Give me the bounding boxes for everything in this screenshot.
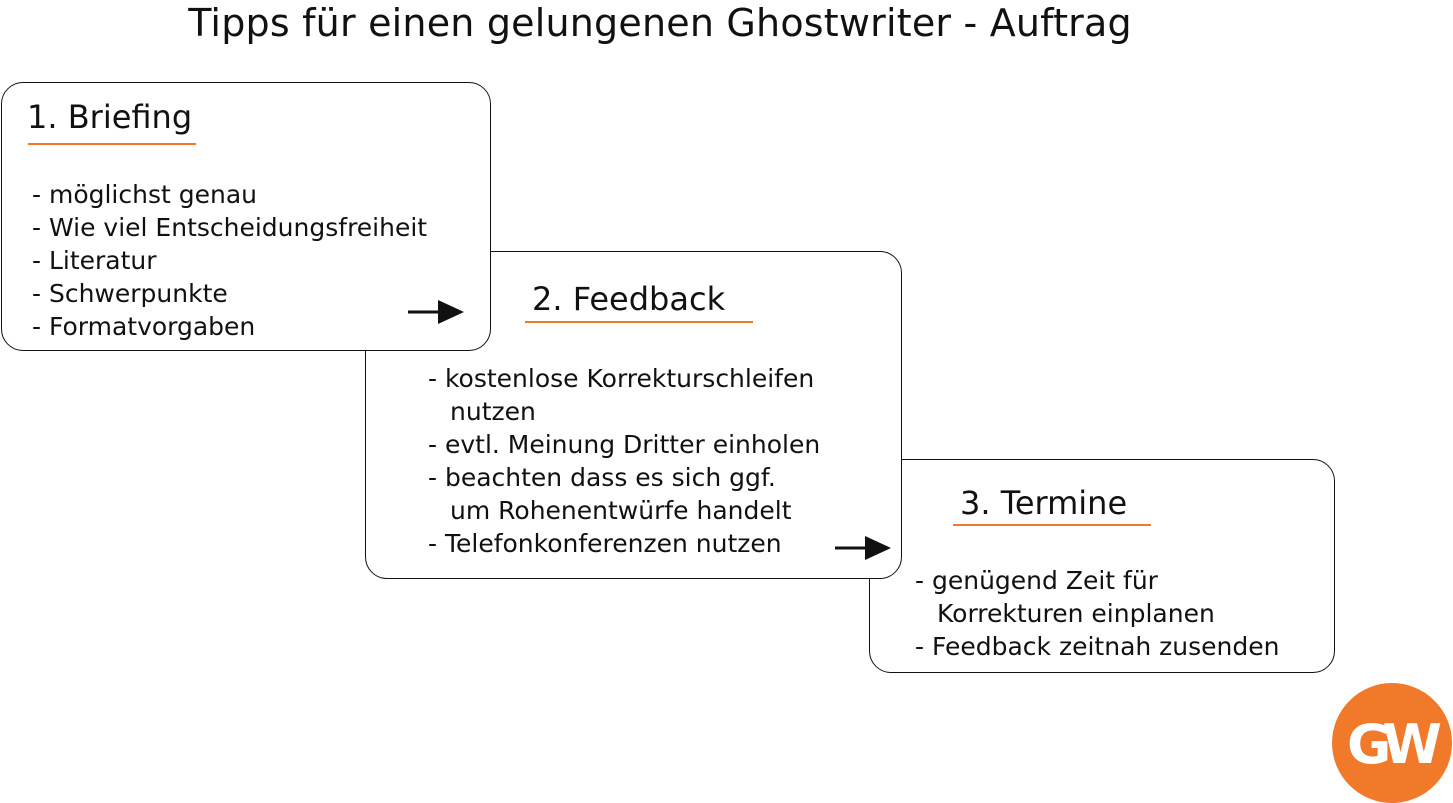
list-item: - kostenlose Korrekturschleifen xyxy=(428,364,815,393)
list-item-continuation: nutzen xyxy=(450,397,536,426)
list-item: - genügend Zeit für xyxy=(915,566,1158,595)
card-item-list: - genügend Zeit für Korrekturen einplane… xyxy=(915,564,1280,663)
list-item: - möglichst genau xyxy=(32,180,257,209)
card-item-list: - kostenlose Korrekturschleifen nutzen -… xyxy=(428,362,820,560)
list-item: - evtl. Meinung Dritter einholen xyxy=(428,430,821,459)
list-item: - Formatvorgaben xyxy=(32,312,256,341)
list-item: - beachten dass es sich ggf. xyxy=(428,463,776,492)
list-item-continuation: um Rohenentwürfe handelt xyxy=(450,496,792,525)
heading-underline xyxy=(28,143,196,145)
list-item: - Wie viel Entscheidungsfreiheit xyxy=(32,213,428,242)
list-item: - Feedback zeitnah zusenden xyxy=(915,632,1280,661)
logo-circle xyxy=(1332,683,1452,803)
heading-underline xyxy=(953,524,1151,526)
logo-text: GW xyxy=(1347,713,1440,776)
list-item: - Telefonkonferenzen nutzen xyxy=(428,529,782,558)
card-heading: 3. Termine xyxy=(960,484,1128,522)
list-item: - Schwerpunkte xyxy=(32,279,228,308)
card-briefing: 1. Briefing - möglichst genau - Wie viel… xyxy=(1,82,491,351)
list-item: - Literatur xyxy=(32,246,157,275)
page-title: Tipps für einen gelungenen Ghostwriter -… xyxy=(188,1,1132,45)
card-item-list: - möglichst genau - Wie viel Entscheidun… xyxy=(32,178,427,343)
gw-logo: GW xyxy=(1332,683,1452,803)
card-heading: 1. Briefing xyxy=(27,98,193,136)
arrow-right-icon xyxy=(408,300,464,324)
heading-underline xyxy=(525,321,753,323)
arrow-right-icon xyxy=(835,536,891,560)
list-item-continuation: Korrekturen einplanen xyxy=(937,599,1215,628)
card-termine: 3. Termine - genügend Zeit für Korrektur… xyxy=(869,459,1335,673)
card-heading: 2. Feedback xyxy=(532,280,726,318)
